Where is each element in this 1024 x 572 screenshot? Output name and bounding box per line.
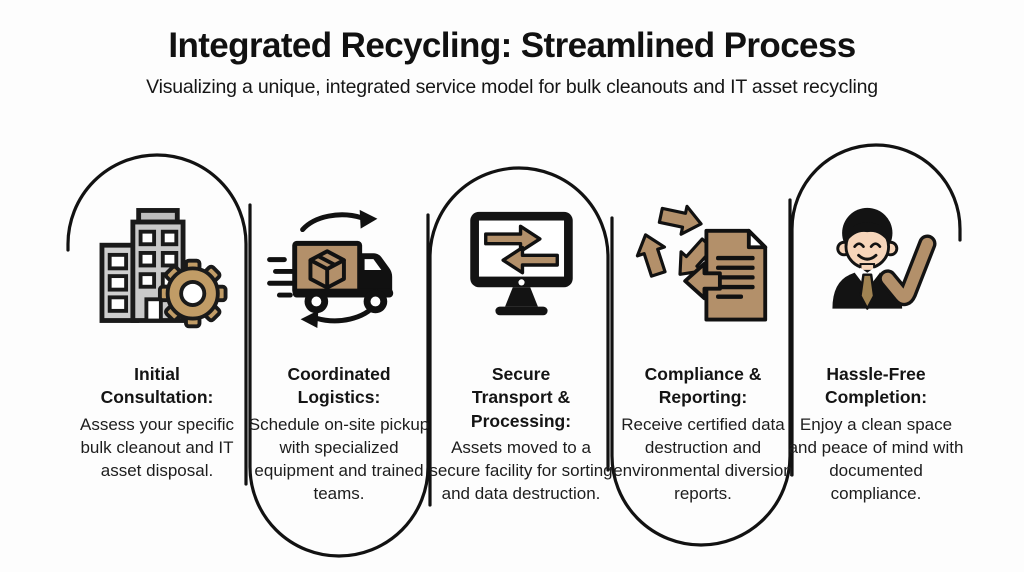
step-coordinated-logistics: Coordinated Logistics: Schedule on-site … bbox=[245, 132, 433, 506]
building-gear-icon bbox=[63, 172, 251, 357]
step-heading: Coordinated Logistics: bbox=[287, 364, 391, 408]
page-subtitle: Visualizing a unique, integrated service… bbox=[146, 76, 878, 98]
step-body: Enjoy a clean space and peace of mind wi… bbox=[788, 414, 964, 504]
step-hassle-free-completion: Hassle-Free Completion: Enjoy a clean sp… bbox=[786, 132, 966, 506]
step-heading: Hassle-Free Completion: bbox=[824, 364, 928, 408]
step-heading: Initial Consultation: bbox=[100, 364, 214, 408]
capsule-outline-1 bbox=[66, 153, 248, 486]
header: Integrated Recycling: Streamlined Proces… bbox=[0, 26, 1024, 99]
step-body: Assets moved to a secure facility for so… bbox=[429, 437, 613, 504]
step-initial-consultation: Initial Consultation: Assess your specif… bbox=[63, 132, 251, 482]
delivery-truck-icon bbox=[245, 178, 433, 357]
step-compliance-reporting: Compliance & Reporting: Receive certifie… bbox=[609, 132, 797, 506]
step-body: Assess your specific bulk cleanout and I… bbox=[80, 414, 234, 481]
step-secure-transport: Secure Transport & Processing: Assets mo… bbox=[427, 132, 615, 506]
step-body: Receive certified data destruction and e… bbox=[613, 414, 793, 504]
monitor-transfer-icon bbox=[427, 172, 615, 357]
capsule-outline-5 bbox=[790, 143, 962, 477]
capsule-outline-3 bbox=[428, 166, 610, 507]
person-check-icon bbox=[786, 172, 966, 357]
page-title: Integrated Recycling: Streamlined Proces… bbox=[168, 26, 856, 65]
capsule-outline-4 bbox=[610, 198, 792, 547]
capsule-outline-2 bbox=[248, 203, 430, 558]
step-heading: Compliance & Reporting: bbox=[644, 364, 762, 408]
recycle-report-icon bbox=[609, 178, 797, 357]
step-heading: Secure Transport & Processing: bbox=[470, 364, 572, 431]
step-body: Schedule on-site pickup with specialized… bbox=[248, 414, 430, 504]
